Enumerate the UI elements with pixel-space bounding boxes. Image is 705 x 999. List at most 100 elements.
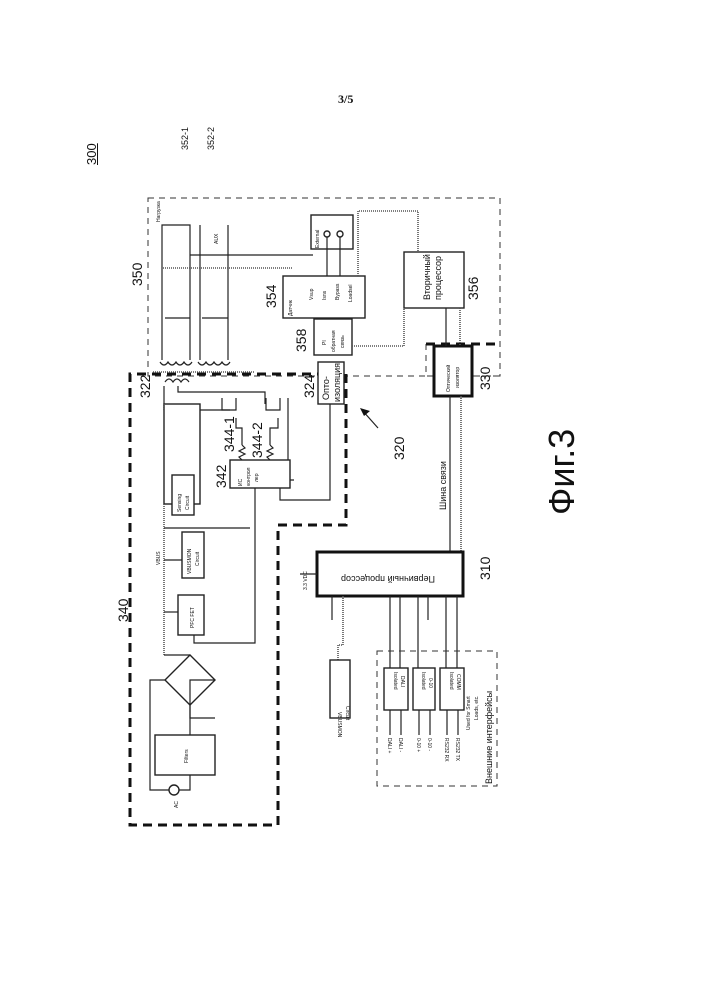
aux-label: AUX — [214, 233, 220, 244]
ext-note-2: Loads, etc. — [474, 696, 480, 720]
numeral-358: 358 — [293, 328, 309, 352]
primary-winding — [164, 378, 190, 384]
isolated-dali-label-1: Isolated — [392, 672, 398, 690]
controller-label-3: лер — [254, 473, 260, 482]
opto-label-2: изоляция — [332, 363, 342, 402]
isolated-010-block — [412, 667, 436, 711]
arrow-320-head — [360, 408, 370, 416]
vbus-label: VBUS — [156, 551, 162, 565]
terminal-2 — [336, 230, 344, 238]
numeral-352-1: 352-1 — [180, 127, 190, 150]
pin-bypass: Bypass — [335, 283, 341, 300]
pi-feedback-label-2: обратная — [331, 330, 337, 352]
ext-note-1: Used for Smart — [466, 696, 472, 730]
vbusmon-circuit-iface — [329, 659, 351, 719]
ext-label-dali-minus: DALI - — [397, 738, 403, 753]
pi-feedback-358 — [313, 318, 353, 356]
primary-processor-label: Первичный процессор — [341, 574, 435, 584]
pi-feedback-label-1: PI — [322, 340, 328, 345]
output-loop-352-1 — [161, 224, 191, 360]
numeral-322: 322 — [137, 374, 153, 398]
ac-source-icon — [168, 784, 180, 796]
sensing-circuit — [171, 474, 195, 516]
primary-processor-310 — [315, 550, 465, 598]
vbusmon-iface-label-2: Circuit — [344, 706, 350, 721]
numeral-352-2: 352-2 — [206, 127, 216, 150]
vbusmon-iface-label-1: VBUSMON — [336, 712, 342, 738]
secondary-processor-356 — [403, 251, 465, 309]
numeral-350: 350 — [129, 262, 145, 286]
pi-feedback-label-3: связь — [340, 335, 346, 348]
page-number: 3/5 — [338, 92, 354, 106]
numeral-330: 330 — [477, 366, 493, 390]
supply-3v3-label: 3.3 VDC — [303, 571, 309, 590]
opto-isolation-324 — [317, 361, 345, 405]
vbusmon-primary-label-2: Circuit — [195, 551, 201, 566]
numeral-356: 356 — [465, 276, 481, 300]
pin-isns: Isns — [322, 290, 328, 300]
numeral-354: 354 — [263, 284, 279, 308]
numeral-342: 342 — [213, 464, 229, 488]
external-interfaces-label: Внешние интерфейсы — [484, 691, 494, 784]
external-label: External — [315, 230, 321, 248]
numeral-310: 310 — [477, 556, 493, 580]
fet-344-2 — [265, 398, 281, 411]
secondary-processor-label-1: Вторичный — [422, 254, 432, 300]
proc-line-vbusmon — [337, 596, 344, 660]
resistor-2 — [265, 444, 275, 461]
isolated-comm-label-1: Isolated — [448, 672, 454, 690]
numeral-324: 324 — [301, 374, 317, 398]
optical-isolator-label-2: изолятор — [455, 367, 461, 388]
controller-ic-342 — [229, 459, 291, 489]
primary-drain — [177, 386, 266, 404]
ext-label-rs232-tx: RS232 TX — [454, 738, 460, 762]
controller-label-2: контрол — [246, 467, 252, 486]
controller-label-1: ИС — [238, 478, 244, 486]
numeral-320: 320 — [391, 436, 407, 460]
external-block — [310, 214, 354, 250]
secondary-winding-1 — [159, 360, 193, 366]
isolated-dali-block — [383, 667, 409, 711]
isolated-010-label-2: 0-10 — [427, 678, 433, 688]
sensing-label-2: Circuit — [185, 495, 191, 510]
terminal-1 — [323, 230, 331, 238]
external-interfaces-region — [376, 650, 498, 787]
ext-label-rs232-rx: RS232 RX — [443, 738, 449, 762]
pi-to-secondary — [352, 308, 405, 347]
secondary-region-notch — [425, 344, 500, 377]
sensor-block-label: Датчик — [288, 299, 294, 316]
numeral-340: 340 — [115, 598, 131, 622]
ext-label-010-minus: 0-10 - — [426, 738, 432, 751]
bridge-ground — [189, 705, 215, 719]
ext-label-dali-plus: DALI + — [386, 738, 392, 754]
sensing-label-1: Sensing — [177, 494, 183, 512]
secondary-processor-label-2: процессор — [433, 256, 443, 300]
isolated-dali-label-2: DALI — [399, 676, 405, 687]
opto-label-1: Опто- — [321, 376, 331, 400]
secondary-winding-2 — [197, 360, 231, 366]
primary-region-340 — [128, 372, 348, 827]
resistor-1 — [237, 444, 247, 461]
vbusmon-primary-label-1: VBUSMON — [187, 548, 193, 574]
sensor-block-354 — [282, 275, 366, 319]
isolated-comm-label-2: COMM — [455, 674, 461, 690]
filters-label: Filters — [184, 749, 190, 763]
optical-isolator-330 — [432, 344, 474, 398]
pin-vsup: Vsup — [309, 288, 315, 300]
controller-to-opto — [279, 404, 331, 501]
fet2-to-resistor — [269, 418, 279, 445]
pin-loadsel: Loadsel — [348, 284, 354, 302]
ext-label-010-plus: 0-10 + — [415, 738, 421, 752]
numeral-344-1: 344-1 — [221, 416, 237, 452]
ac-label: AC — [174, 801, 180, 808]
figure-caption: Фиг.3 — [541, 429, 582, 515]
numeral-344-2: 344-2 — [249, 422, 265, 458]
loadsel-to-secondary — [357, 210, 419, 276]
fet1-to-resistor — [235, 418, 243, 445]
vbusmon-circuit-primary — [181, 531, 205, 579]
pfc-fet — [177, 594, 205, 636]
pfc-return — [193, 600, 256, 644]
optical-isolator-label-1: Оптический — [445, 364, 452, 392]
fet-344-1 — [221, 398, 237, 411]
